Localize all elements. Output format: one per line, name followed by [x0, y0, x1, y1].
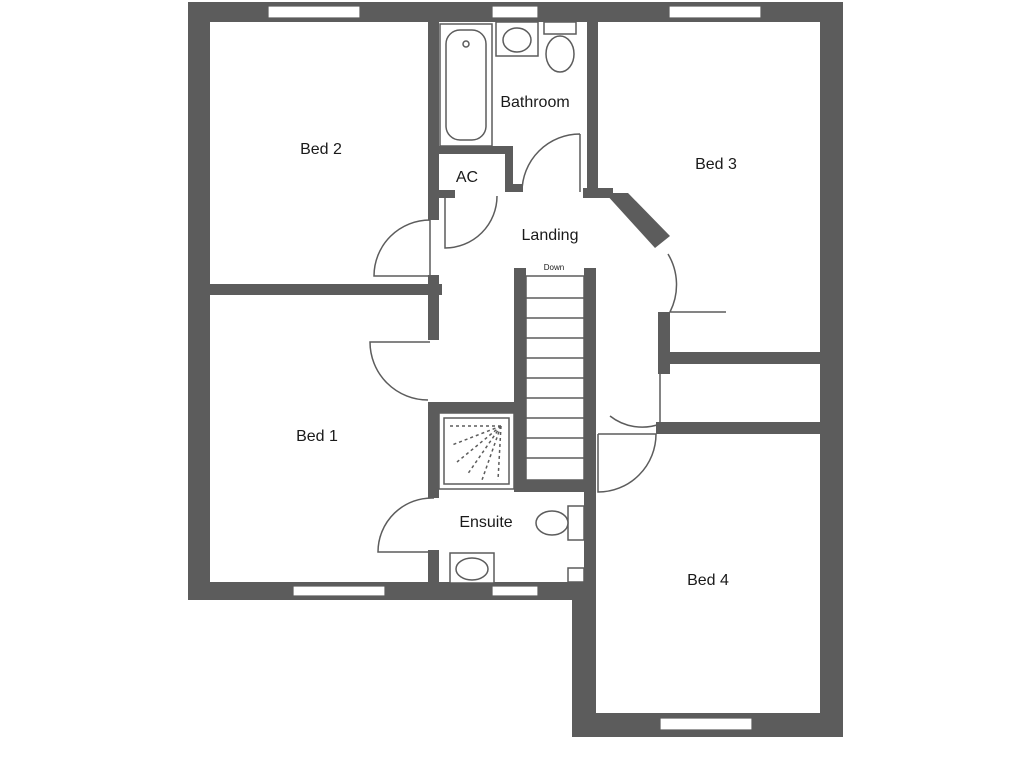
window-bed4: [659, 717, 753, 731]
wall-ensuite-left-upper: [428, 402, 439, 498]
wall-bed2-right: [428, 22, 439, 220]
bath-tap-icon: [462, 40, 470, 48]
bathroom-toilet-cistern: [543, 21, 577, 35]
door-ensuite: [377, 497, 435, 553]
bathtub-basin: [445, 29, 487, 141]
ensuite-toilet-cistern: [567, 505, 585, 541]
window-bed3: [668, 5, 762, 19]
bathroom-toilet-bowl: [545, 35, 575, 73]
bathroom-fixtures: [439, 21, 577, 147]
door-bathroom: [521, 133, 581, 193]
wall-ac-top: [439, 146, 513, 154]
ensuite-fixtures: [438, 412, 585, 584]
wall-ensuite-left-lower: [428, 550, 439, 590]
wall-bath-door-jamb: [505, 184, 523, 192]
label-bed3: Bed 3: [695, 156, 737, 173]
bathroom-sink-bowl: [502, 27, 532, 53]
wall-stair-left: [514, 268, 526, 492]
wall-bed3-lower-left: [658, 312, 670, 374]
door-cupboard: [609, 370, 661, 428]
doors: [369, 133, 726, 553]
wall-ac-bottom: [439, 190, 455, 198]
wall-bathroom-corner: [583, 188, 613, 198]
ensuite-toilet-bowl: [535, 510, 569, 536]
label-bathroom: Bathroom: [500, 94, 569, 111]
wall-ensuite-right: [584, 492, 596, 592]
window-ensuite: [491, 585, 539, 597]
label-bed1: Bed 1: [296, 428, 338, 445]
wall-bed3-bottom: [658, 352, 820, 364]
door-bed3: [667, 253, 726, 313]
walls: [188, 2, 843, 737]
door-bed4: [597, 433, 657, 493]
wall-left: [188, 2, 210, 600]
door-ac: [444, 195, 498, 249]
wall-ac-right: [505, 146, 513, 190]
window-bathroom: [491, 5, 539, 19]
label-landing: Landing: [522, 227, 579, 244]
staircase: [525, 275, 585, 481]
label-bed2: Bed 2: [300, 141, 342, 158]
shower-inner: [443, 417, 510, 485]
label-ensuite: Ensuite: [459, 514, 512, 531]
wall-stair-bottom: [514, 480, 596, 492]
door-bed2: [373, 219, 431, 277]
wall-bed4-left: [572, 582, 596, 737]
wall-right: [820, 2, 843, 737]
shower-spray-icon: [450, 425, 502, 481]
wall-bed4-left-upper: [584, 424, 596, 494]
wall-bed2-bed1: [210, 284, 442, 295]
door-bed1: [369, 341, 430, 401]
window-bed1: [292, 585, 386, 597]
ensuite-sink-bowl: [455, 557, 489, 581]
ensuite-cabinet: [567, 567, 585, 583]
wall-bathroom-right: [587, 22, 598, 194]
label-ac: AC: [456, 169, 478, 186]
wall-bed4-top: [656, 422, 820, 434]
windows: [267, 5, 762, 731]
wall-bed2-right-lower: [428, 275, 439, 340]
window-bed2: [267, 5, 361, 19]
wall-ensuite-top: [428, 402, 514, 413]
label-bed4: Bed 4: [687, 572, 729, 589]
wall-bed3-diagonal: [605, 193, 670, 248]
label-stairs-down: Down: [544, 263, 564, 272]
